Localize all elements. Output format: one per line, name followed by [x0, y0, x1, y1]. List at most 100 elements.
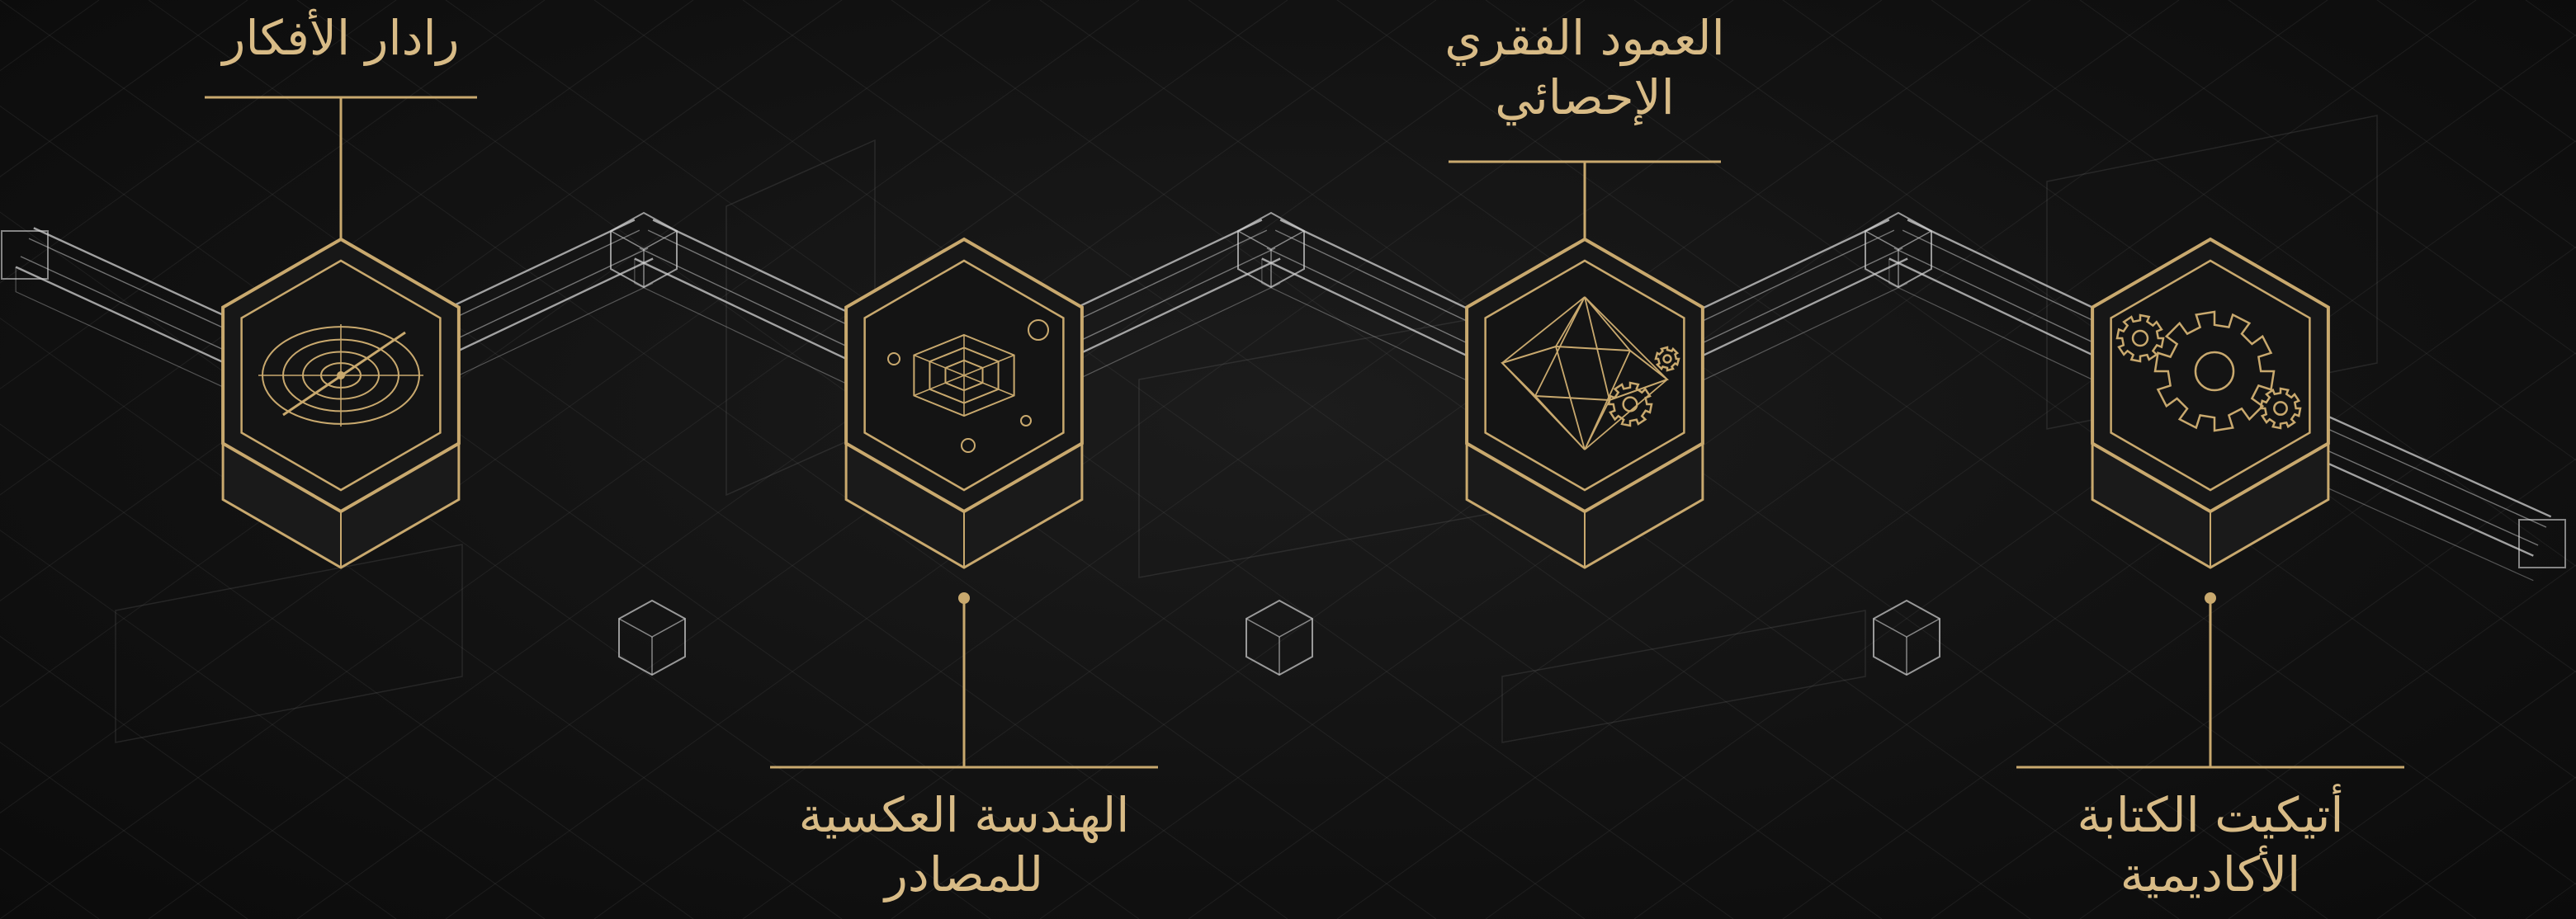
gear-hub: [2273, 401, 2288, 416]
beam-joint: [1237, 211, 1305, 289]
beam-joint-edge: [1245, 618, 1313, 638]
node-dot: [887, 352, 900, 365]
grid-line: [148, 0, 1437, 919]
callout-dot: [2205, 592, 2216, 604]
node-dot: [961, 438, 976, 453]
grid-line: [445, 0, 1734, 919]
gear-hub: [2194, 351, 2235, 392]
beam-joint-edge: [618, 618, 686, 638]
grid-line: [2079, 564, 2576, 919]
polyhedron-edge: [1555, 346, 1586, 450]
grid-line: [0, 0, 694, 496]
grid-line: [742, 0, 2031, 919]
hex-inner-frame: [2110, 259, 2311, 492]
beam-flange: [634, 258, 949, 433]
callout-dot: [958, 592, 970, 604]
polyhedron-edge: [1584, 296, 1631, 351]
beam-joint: [1865, 211, 1932, 289]
stage-node-academic-writing: [2091, 237, 2330, 569]
grid-line: [1782, 0, 2576, 567]
grid-line: [1931, 458, 2576, 919]
grid-line: [2228, 670, 2576, 919]
grid-line: [0, 0, 1140, 814]
spider-web-icon: [887, 319, 1049, 453]
beam-joint: [610, 211, 678, 289]
grid-line: [0, 0, 1288, 919]
polyhedron-edge: [1501, 296, 1586, 364]
grid-line: [1336, 34, 2576, 919]
grid-line: [593, 0, 1883, 919]
grid-line: [0, 0, 843, 601]
stage-label-line: رادار الأفكار: [222, 10, 460, 66]
grid-line: [0, 423, 694, 919]
grid-line: [742, 0, 2031, 919]
gear-shape: [1654, 346, 1680, 372]
grid-line: [1931, 0, 2576, 461]
polyhedron-edge: [1584, 399, 1610, 450]
grid-line: [0, 105, 1140, 919]
grid-line: [0, 0, 248, 177]
stage-label-reverse-engineering: الهندسة العكسية للمصادر: [799, 785, 1130, 904]
steel-beam-framework: [1, 211, 2566, 676]
grid-line: [0, 635, 397, 919]
beam-joint-edge: [610, 230, 678, 250]
web-spoke: [963, 375, 1014, 397]
stage-label-line: الإحصائي: [1495, 69, 1675, 125]
stage-hexagons: [221, 237, 2330, 569]
grid-line: [0, 0, 397, 284]
web-spoke: [914, 375, 965, 397]
blueprint-panel: [2046, 115, 2378, 430]
beam-end-cap: [2518, 519, 2566, 568]
stage-label-line: أتيكيت الكتابة: [2077, 787, 2344, 843]
grid-line: [1188, 0, 2477, 919]
stage-label-statistical-backbone: العمود الفقري الإحصائي: [1444, 8, 1724, 127]
grid-line: [2079, 0, 2576, 355]
beam-flange: [15, 266, 322, 433]
gear-shape: [2115, 313, 2165, 363]
beam-joint: [1245, 599, 1313, 676]
blueprint-panel: [1138, 313, 1503, 578]
grid-line: [0, 530, 546, 919]
stage-node-reverse-engineering: [844, 237, 1084, 569]
grid-line: [0, 0, 1288, 919]
stage-label-line: للمصادر: [884, 846, 1044, 903]
polyhedron-edge: [1584, 296, 1610, 401]
grid-line: [445, 0, 1734, 919]
stage-label-line: الهندسة العكسية: [798, 787, 1130, 843]
grid-line: [0, 0, 546, 389]
grid-line: [2228, 0, 2576, 249]
gear-hub: [2131, 329, 2149, 347]
hex-inner-frame: [1484, 259, 1685, 492]
stage-node-idea-radar: [221, 237, 461, 569]
grid-line: [2525, 882, 2576, 919]
grid-line: [1782, 352, 2576, 919]
gears-icon: [2115, 310, 2302, 432]
web-spoke: [914, 354, 965, 376]
beam-joint: [618, 599, 686, 676]
gear-hub: [1622, 396, 1638, 412]
beam-joint-edge: [1865, 230, 1932, 250]
radar-icon: [258, 324, 423, 427]
grid-line: [2376, 776, 2576, 919]
grid-line: [0, 318, 843, 919]
beam-joint-edge: [1873, 618, 1940, 638]
blueprint-panel: [1501, 610, 1866, 743]
grid-line: [1188, 0, 2477, 919]
stage-label-line: الأكاديمية: [2120, 846, 2301, 903]
gear-hub: [1662, 354, 1672, 364]
polyhedron-gears-icon: [1501, 296, 1680, 450]
web-spoke: [963, 354, 1014, 376]
gear-shape: [1607, 381, 1653, 427]
polyhedron-edge: [1534, 296, 1586, 397]
grid-line: [2525, 0, 2576, 37]
beam-end-cap: [1, 230, 49, 280]
gear-shape: [2153, 310, 2276, 432]
grid-line: [593, 0, 1883, 919]
grid-line: [0, 742, 248, 919]
stage-node-statistical-backbone: [1465, 237, 1704, 569]
grid-line: [1336, 0, 2576, 885]
callout-lines: [205, 96, 2404, 769]
stage-label-idea-radar: رادار الأفكار: [222, 8, 459, 68]
grid-line: [148, 0, 1437, 919]
